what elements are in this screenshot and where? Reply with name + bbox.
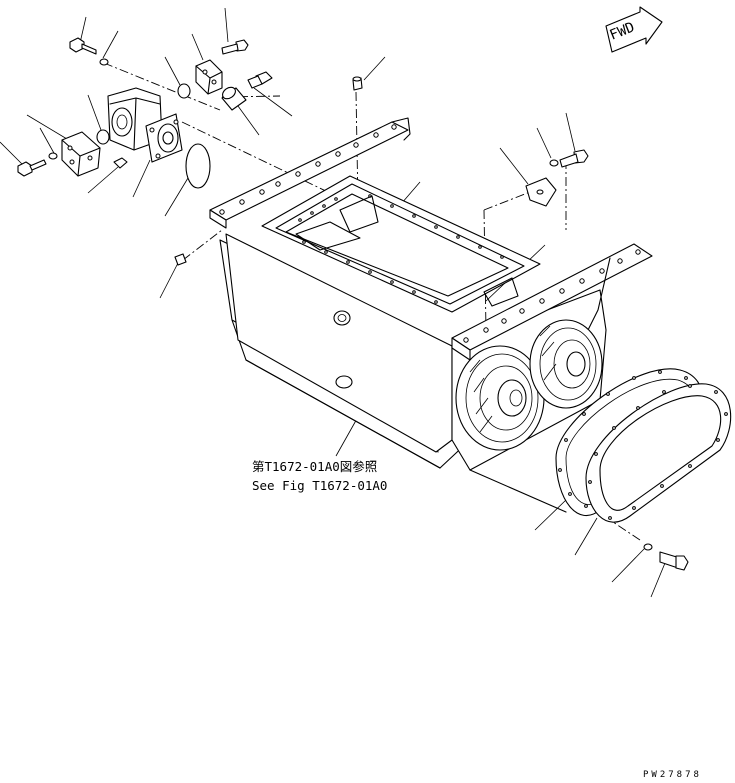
washer-icon: [48, 152, 58, 160]
o-ring-icon: [96, 129, 110, 145]
valve-cartridge: [221, 86, 247, 111]
port-block-upper: [195, 59, 223, 95]
bolt-icon: [559, 149, 589, 168]
port-block-lower: [61, 131, 101, 177]
o-ring-icon: [177, 83, 191, 99]
fwd-direction-badge: FWD: [605, 6, 663, 53]
bolt-icon: [17, 159, 47, 177]
fasteners: [17, 37, 689, 571]
final-drive-gears: [455, 319, 603, 451]
washer-icon: [99, 58, 109, 66]
rail-holes: [219, 124, 641, 343]
pump-o-ring: [185, 143, 211, 189]
hydraulic-pump: [107, 87, 183, 163]
end-cover: [585, 383, 732, 523]
reference-note-jp: 第T1672-01A0図参照: [252, 459, 377, 474]
fitting-icon: [174, 253, 187, 266]
bracket-icon: [525, 177, 557, 207]
port-plug-icon: [247, 71, 273, 89]
washer-icon: [549, 159, 559, 167]
reference-note-en: See Fig T1672-01A0: [252, 478, 387, 493]
cover-bolt-holes: [588, 384, 728, 520]
bolt-icon: [69, 37, 97, 55]
bolt-icon: [659, 551, 689, 571]
bolt-icon: [221, 39, 249, 55]
washer-icon: [643, 543, 653, 551]
grease-fitting-icon: [352, 76, 363, 91]
drawing-code: PW27878: [643, 770, 702, 780]
bolt-icon: [113, 157, 128, 169]
